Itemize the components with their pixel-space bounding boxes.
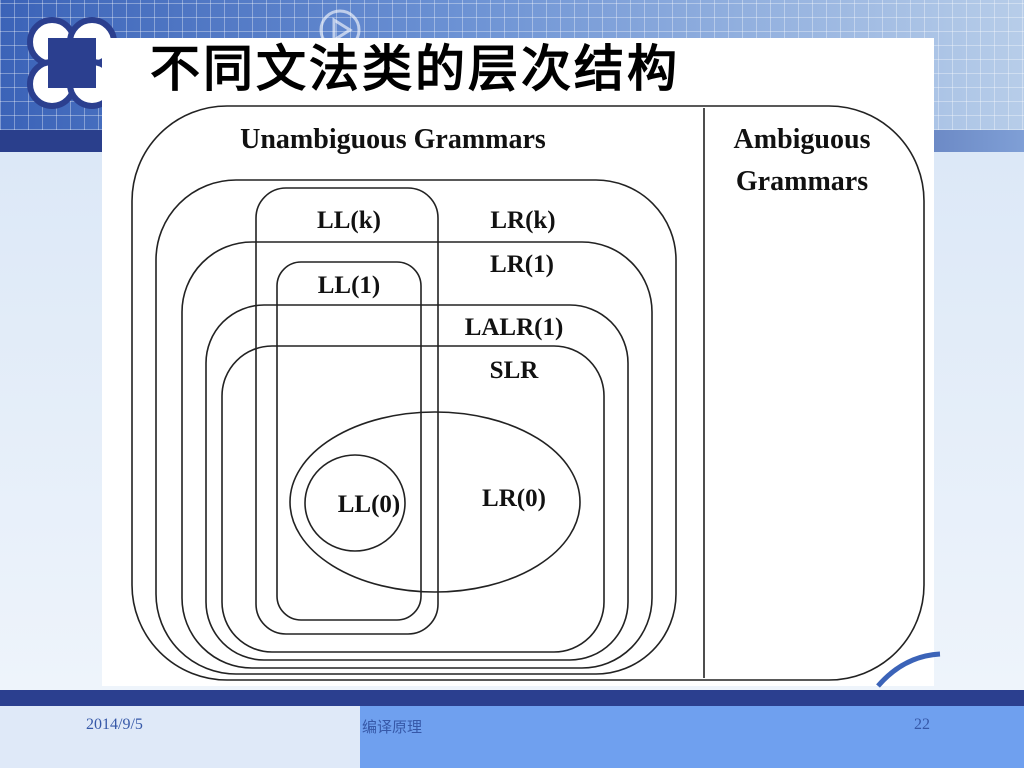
ll1-region — [276, 261, 422, 621]
footer-course-name: 编译原理 — [362, 718, 423, 736]
lr1-region — [181, 241, 653, 669]
ll0-region — [304, 454, 406, 552]
footer-line — [0, 690, 1024, 706]
slr-label: SLR — [490, 357, 540, 384]
ambiguous-grammars-label-line1: Ambiguous — [734, 124, 871, 155]
all-grammars-boundary — [131, 105, 925, 681]
unambiguous-grammars-label: Unambiguous Grammars — [240, 124, 546, 155]
slr-region — [221, 345, 605, 653]
ambiguous-grammars-label-line2: Grammars — [736, 166, 868, 197]
lr0-label: LR(0) — [482, 485, 546, 512]
footer-left-panel — [0, 706, 360, 768]
footer-date: 2014/9/5 — [86, 716, 143, 733]
footer-right-panel — [360, 706, 1024, 768]
lalr1-region — [205, 304, 629, 661]
content-panel — [102, 38, 934, 686]
clover-logo-icon — [27, 17, 117, 109]
lrk-label: LR(k) — [490, 207, 555, 234]
ll0-label: LL(0) — [338, 491, 401, 518]
llk-label: LL(k) — [317, 207, 381, 234]
lalr1-label: LALR(1) — [465, 314, 564, 341]
corner-swoosh-icon — [876, 651, 941, 688]
ll1-label: LL(1) — [318, 272, 381, 299]
llk-region — [255, 187, 439, 635]
lr0-region — [289, 411, 581, 593]
footer-page-number: 22 — [914, 716, 930, 733]
lrk-region — [155, 179, 677, 675]
lr1-label: LR(1) — [490, 251, 554, 278]
slide-title: 不同文法类的层次结构 — [150, 40, 680, 98]
